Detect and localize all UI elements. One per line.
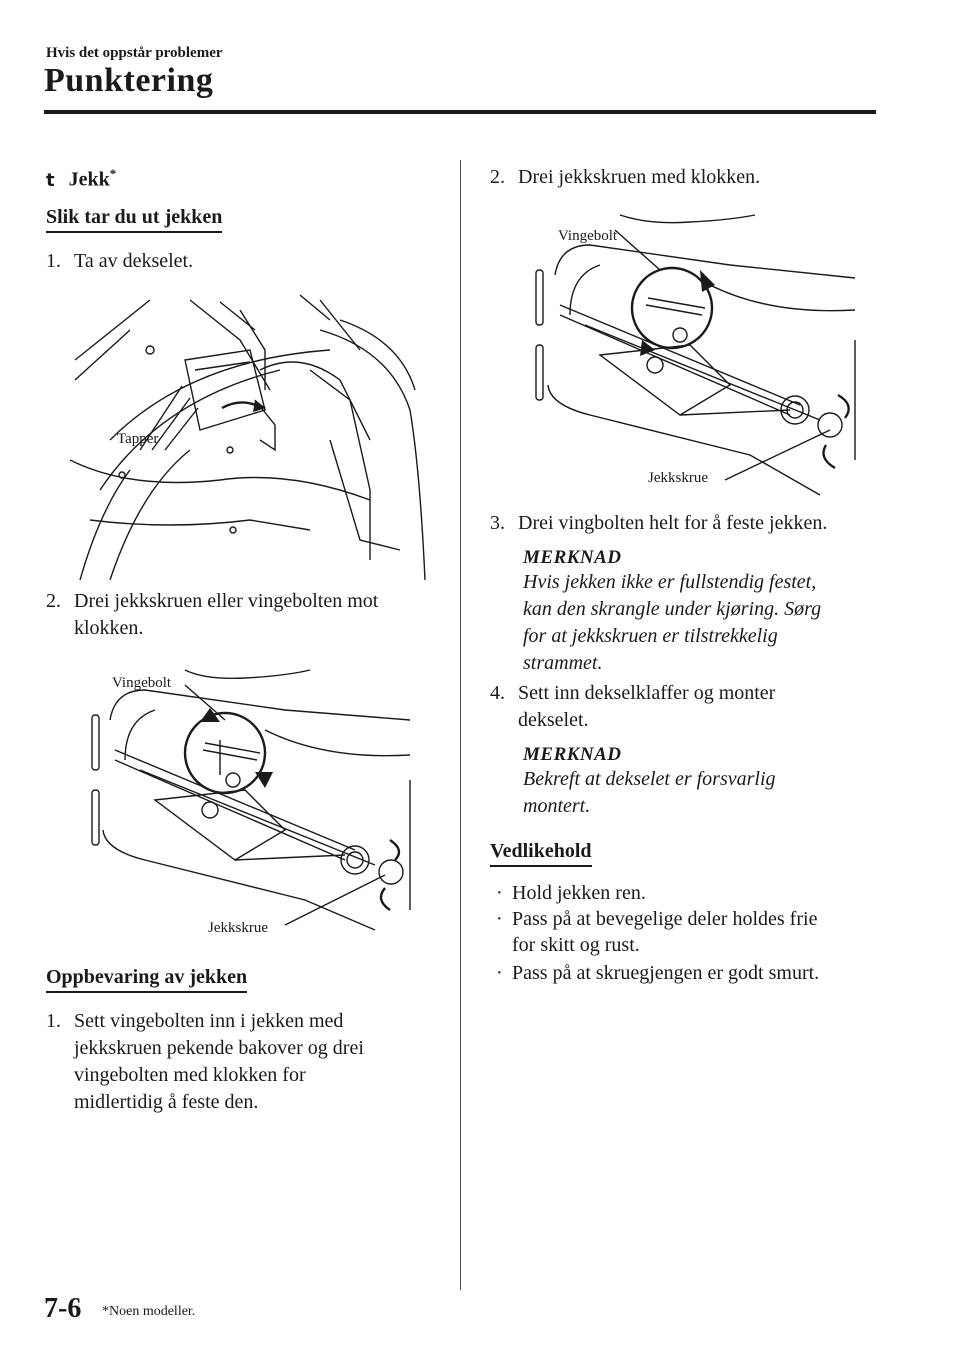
breadcrumb: Hvis det oppstår problemer xyxy=(46,45,223,61)
callout-wing-bolt: Vingebolt xyxy=(112,675,172,691)
step-text-line-2: klokken. xyxy=(74,617,144,639)
footnote: *Noen modeller. xyxy=(102,1304,196,1319)
page-title: Punktering xyxy=(44,62,214,99)
note-box-1: MERKNAD Hvis jekken ikke er fullstendig … xyxy=(523,547,883,677)
note-label: MERKNAD xyxy=(523,744,622,765)
list-item: · Pass på at bevegelige deler holdes fri… xyxy=(496,906,876,933)
step-number: 1. xyxy=(46,1010,61,1032)
section-marker-icon: t xyxy=(46,169,55,191)
note-line-1: Hvis jekken ikke er fullstendig festet, xyxy=(523,571,817,593)
figure-trunk-cover xyxy=(70,294,426,580)
step-text: Drei jekkskruen med klokken. xyxy=(518,166,761,188)
callout-tapper: Tapper xyxy=(117,431,159,447)
subheading-maintenance: Vedlikehold xyxy=(490,840,592,867)
step-turn-screw-left: 2. Drei jekkskruen eller vingebolten mot… xyxy=(46,588,456,642)
step-text-line-2: jekkskruen pekende bakover og drei xyxy=(74,1037,364,1059)
figure-jack-wing-bolt-left xyxy=(91,669,411,931)
note-label: MERKNAD xyxy=(523,547,622,568)
note-line-1: Bekreft at dekselet er forsvarlig xyxy=(523,768,776,790)
list-item: · Pass på at skruegjengen er godt smurt. xyxy=(496,960,876,987)
step-number: 2. xyxy=(46,590,61,612)
section-title: Jekk xyxy=(68,168,110,191)
step-text: Ta av dekselet. xyxy=(74,250,194,272)
step-text-line-1: Sett inn dekselklaffer og monter xyxy=(518,682,776,704)
note-box-2: MERKNAD Bekreft at dekselet er forsvarli… xyxy=(523,744,883,820)
step-number: 3. xyxy=(490,512,505,534)
step-text: Drei vingbolten helt for å feste jekken. xyxy=(518,512,828,534)
step-store-jack: 1. Sett vingebolten inn i jekken med jek… xyxy=(46,1008,456,1116)
list-item-continuation: for skitt og rust. xyxy=(496,932,876,959)
step-text-line-2: dekselet. xyxy=(518,709,589,731)
bullet-icon: · xyxy=(496,908,503,930)
bullet-icon: · xyxy=(496,882,503,904)
list-item: · Hold jekken ren. xyxy=(496,880,876,907)
step-number: 1. xyxy=(46,250,61,272)
note-line-2: montert. xyxy=(523,795,591,817)
list-item-text: Pass på at skruegjengen er godt smurt. xyxy=(512,962,820,984)
callout-jack-screw: Jekkskrue xyxy=(208,920,268,936)
list-item-text: Pass på at bevegelige deler holdes frie xyxy=(512,908,818,930)
step-turn-screw-right: 2. Drei jekkskruen med klokken. xyxy=(490,164,890,191)
step-number: 4. xyxy=(490,682,505,704)
title-rule xyxy=(44,110,876,114)
model-asterisk: * xyxy=(109,166,117,181)
figure-jack-wing-bolt-right xyxy=(535,214,856,496)
subheading-remove-jack: Slik tar du ut jekken xyxy=(46,206,223,233)
step-text-line-4: midlertidig å feste den. xyxy=(74,1091,259,1113)
page-number: 7-6 xyxy=(44,1293,82,1324)
column-divider xyxy=(460,160,461,1290)
step-remove-cover: 1. Ta av dekselet. xyxy=(46,248,446,275)
step-number: 2. xyxy=(490,166,505,188)
bullet-icon: · xyxy=(496,962,503,984)
step-text-line-1: Drei jekkskruen eller vingebolten mot xyxy=(74,590,379,612)
callout-jack-screw: Jekkskrue xyxy=(648,470,708,486)
list-item-text: Hold jekken ren. xyxy=(512,882,646,904)
step-text-line-1: Sett vingebolten inn i jekken med xyxy=(74,1010,344,1032)
section-heading: t Jekk* xyxy=(46,166,116,192)
subheading-store-jack: Oppbevaring av jekken xyxy=(46,966,248,993)
step-install-cover: 4. Sett inn dekselklaffer og monter deks… xyxy=(490,680,890,734)
list-item-text: for skitt og rust. xyxy=(512,934,640,956)
step-text-line-3: vingebolten med klokken for xyxy=(74,1064,306,1086)
step-tighten-wing-bolt: 3. Drei vingbolten helt for å feste jekk… xyxy=(490,510,890,537)
callout-wing-bolt: Vingebolt xyxy=(558,228,618,244)
note-line-2: kan den skrangle under kjøring. Sørg xyxy=(523,598,822,620)
note-line-4: strammet. xyxy=(523,652,603,674)
note-line-3: for at jekkskruen er tilstrekkelig xyxy=(523,625,778,647)
